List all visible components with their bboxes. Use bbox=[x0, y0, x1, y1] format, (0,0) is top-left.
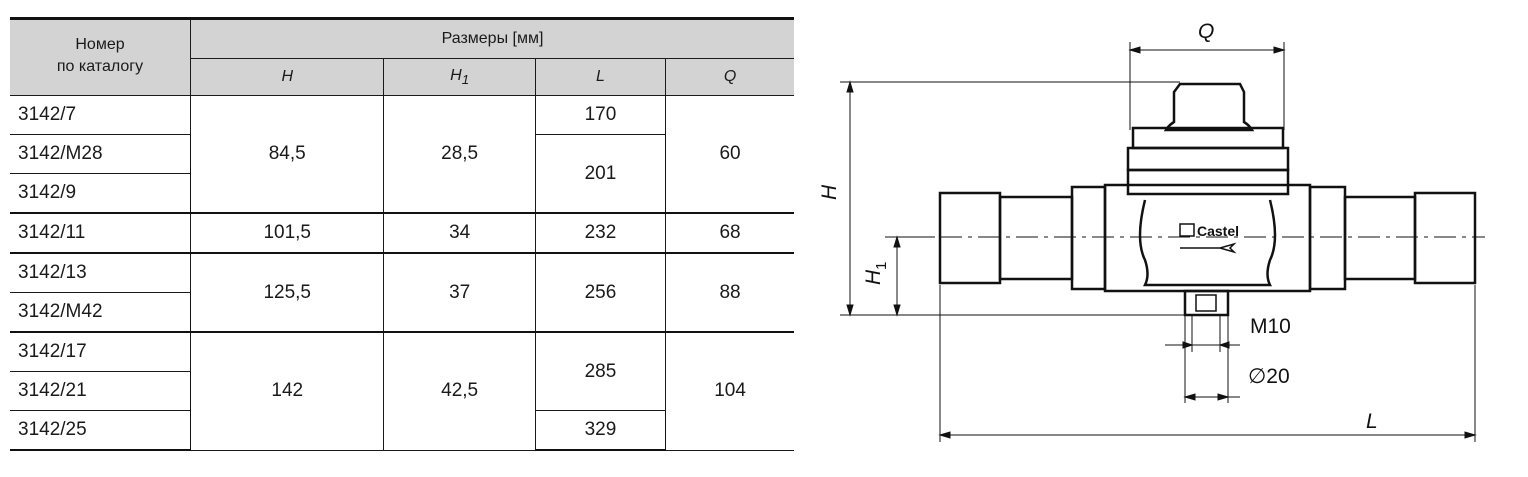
header-catalog: Номер по каталогу bbox=[10, 17, 191, 96]
valve-body bbox=[938, 82, 1477, 317]
header-H1-sub: 1 bbox=[461, 72, 470, 88]
L-cell: 232 bbox=[534, 212, 667, 254]
label-M10: M10 bbox=[1250, 315, 1291, 338]
table-row: 3142/21 bbox=[10, 371, 794, 411]
table-row: 3142/17 142 42,5 285 104 bbox=[10, 331, 794, 451]
catalog-cell: 3142/M28 bbox=[10, 134, 191, 174]
L-cell: 256 bbox=[534, 252, 667, 333]
Q-cell: 60 bbox=[665, 95, 794, 214]
H1-cell: 28,5 bbox=[383, 95, 536, 214]
H-cell: 142 bbox=[189, 331, 385, 451]
H1-cell: 42,5 bbox=[383, 331, 536, 451]
label-H: H bbox=[818, 184, 841, 200]
table-row: 3142/M28 201 bbox=[10, 134, 794, 214]
table-row: 3142/M42 bbox=[10, 292, 794, 333]
L-cell: 170 bbox=[534, 95, 667, 135]
catalog-cell: 3142/7 bbox=[10, 95, 191, 135]
dimension-lines bbox=[840, 42, 1485, 442]
label-Q: Q bbox=[1198, 20, 1214, 43]
catalog-cell: 3142/21 bbox=[10, 371, 191, 411]
catalog-cell: 3142/25 bbox=[10, 410, 191, 451]
label-L: L bbox=[1366, 410, 1378, 433]
header-Q: Q bbox=[665, 58, 794, 96]
label-H1-base: H bbox=[862, 269, 885, 285]
table-row: 3142/13 125,5 37 256 88 bbox=[10, 252, 794, 333]
table-row: 3142/7 84,5 28,5 170 60 bbox=[10, 95, 794, 214]
L-cell: 329 bbox=[534, 410, 666, 451]
Q-cell: 104 bbox=[665, 331, 794, 451]
label-H1-sub: 1 bbox=[873, 262, 890, 270]
catalog-cell: 3142/11 bbox=[10, 212, 191, 254]
H1-cell: 34 bbox=[383, 212, 536, 254]
flow-arrow-icon bbox=[1180, 242, 1237, 254]
header-H: H bbox=[190, 58, 385, 96]
Q-cell: 68 bbox=[665, 212, 794, 254]
L-cell: 285 bbox=[534, 331, 667, 411]
castel-logo: Castel bbox=[1179, 223, 1239, 254]
header-H1-base: H bbox=[450, 66, 462, 84]
table-row: 3142/25 329 bbox=[10, 410, 794, 451]
label-D20: ∅20 bbox=[1248, 365, 1290, 388]
header-catalog-line2: по каталогу bbox=[56, 58, 144, 75]
label-H1: H 1 bbox=[862, 262, 890, 285]
header-catalog-line1: Номер bbox=[75, 36, 125, 53]
catalog-cell: 3142/M42 bbox=[10, 292, 191, 333]
header-H1: H1 bbox=[383, 58, 536, 96]
Q-cell: 88 bbox=[665, 252, 794, 333]
L-cell: 201 bbox=[534, 134, 666, 214]
H-cell: 84,5 bbox=[189, 95, 385, 214]
brand-text: Castel bbox=[1197, 223, 1239, 239]
